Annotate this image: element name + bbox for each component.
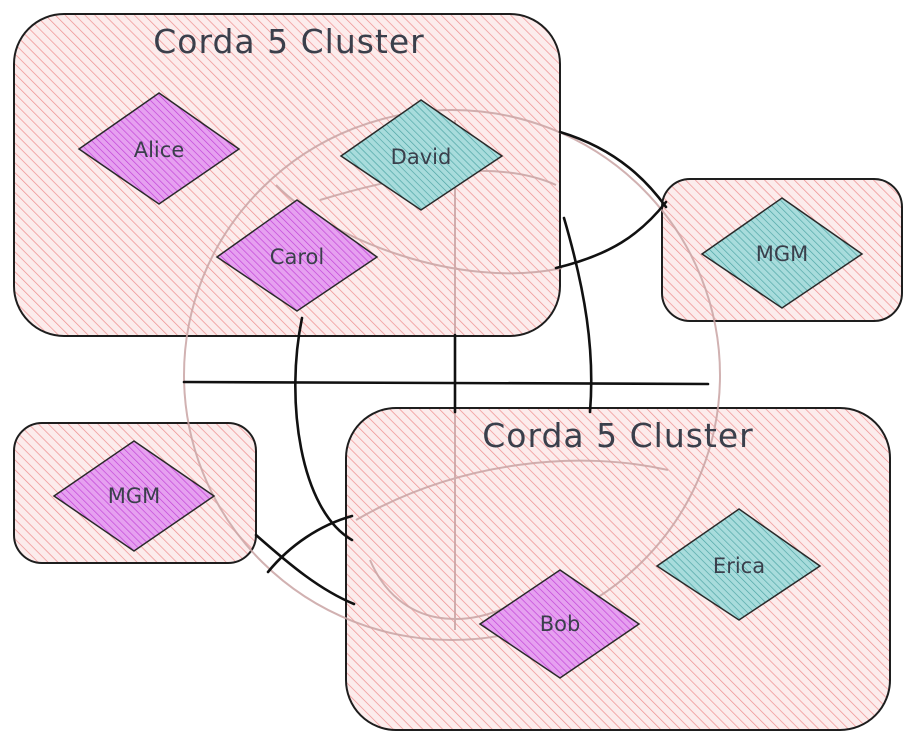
node-label-erica: Erica <box>713 554 765 578</box>
cluster-box-top <box>13 13 561 337</box>
node-label-carol: Carol <box>270 245 324 269</box>
cluster-title-bottom: Corda 5 Cluster <box>482 416 754 455</box>
cluster-title-top: Corda 5 Cluster <box>153 22 425 61</box>
connector-mgm-left-to-bottom <box>254 533 356 606</box>
carol-diamond <box>215 199 379 312</box>
alice-diamond <box>77 92 241 205</box>
node-label-david: David <box>391 145 452 169</box>
connections <box>182 130 710 606</box>
erica-diamond <box>655 508 822 621</box>
node-label-alice: Alice <box>134 138 185 162</box>
node-label-bob: Bob <box>540 612 581 636</box>
connector-top-to-right <box>558 130 668 209</box>
david-diamond <box>339 99 504 211</box>
connector-carol-to-bottom <box>294 316 354 542</box>
node-label-mgm-left: MGM <box>108 484 161 508</box>
node-label-mgm-right: MGM <box>756 242 809 266</box>
equator-line <box>182 380 710 386</box>
cluster-box-bottom <box>345 407 891 731</box>
bob-diamond <box>478 569 641 679</box>
mgm-right-diamond <box>700 197 864 309</box>
connector-vertical-right <box>562 216 593 414</box>
connector-top-to-right-2 <box>554 200 668 270</box>
connector-bottom-to-left-cross <box>266 514 354 574</box>
mgm-left-diamond <box>52 440 216 552</box>
